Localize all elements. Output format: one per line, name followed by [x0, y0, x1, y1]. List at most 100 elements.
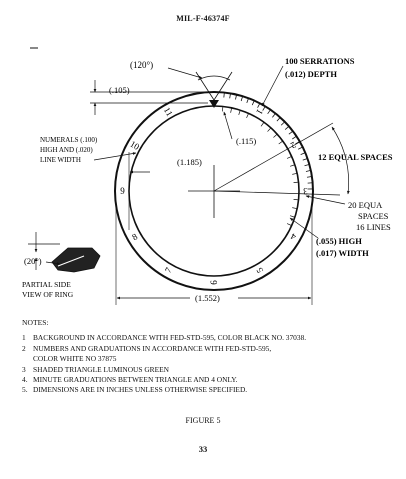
note-text: SHADED TRIANGLE LUMINOUS GREEN	[33, 364, 169, 374]
notes-section: NOTES: 1 BACKGROUND IN ACCORDANCE WITH F…	[22, 318, 402, 396]
graduation-mark	[267, 127, 272, 132]
graduation-mark	[238, 110, 241, 116]
dim-105-label: (.105)	[109, 85, 130, 95]
dim-1185-label: (1.185)	[177, 157, 202, 167]
note-text: BACKGROUND IN ACCORDANCE WITH FED-STD-59…	[33, 333, 307, 343]
dial-numeral: 6	[209, 280, 219, 285]
dial-numeral: 2	[289, 140, 298, 151]
twelve-spaces-line-1	[213, 122, 334, 192]
dial-numeral: 9	[120, 186, 125, 196]
angle-leader	[167, 67, 203, 79]
dial-numeral: 7	[163, 265, 174, 274]
twenty-spaces-leader	[305, 195, 346, 205]
minute-graduations	[222, 106, 299, 226]
note-item: 5. DIMENSIONS ARE IN INCHES UNLESS OTHER…	[22, 385, 402, 395]
note-item: 1 BACKGROUND IN ACCORDANCE WITH FED-STD-…	[22, 333, 402, 343]
graduation-mark	[222, 106, 224, 112]
figure-caption: FIGURE 5	[185, 416, 221, 425]
numerals-leader	[93, 152, 137, 161]
serrations-leader	[261, 65, 284, 107]
serration-mark	[295, 141, 300, 145]
serration-mark	[305, 170, 311, 172]
note-text: NUMBERS AND GRADUATIONS IN ACCORDANCE WI…	[33, 343, 272, 353]
note-number: 5.	[22, 385, 28, 395]
graduation-mark	[292, 172, 298, 175]
dial-numeral: 11	[162, 106, 175, 119]
luminous-triangle	[209, 100, 219, 108]
dial-numeral: 4	[288, 231, 297, 242]
twenty-spaces-label-1: 20 EQUA	[348, 200, 383, 210]
document-header: MIL-F-46374F	[176, 14, 230, 23]
high-label-2: (.017) WIDTH	[316, 248, 369, 258]
serration-mark	[304, 163, 310, 167]
side-view-leader	[45, 261, 61, 265]
twenty-spaces-label-2: SPACES	[358, 211, 389, 221]
twelve-spaces-label: 12 EQUAL SPACES	[318, 152, 393, 162]
serration-mark	[229, 93, 231, 99]
notes-title: NOTES:	[22, 318, 49, 327]
note-number: 1	[22, 333, 26, 343]
serrations-label-1: 100 SERRATIONS	[285, 56, 355, 66]
serration-mark	[235, 94, 237, 100]
note-continuation: COLOR WHITE NO 37875	[33, 354, 117, 364]
twelve-spaces-line-2	[213, 190, 341, 196]
graduation-mark	[278, 140, 283, 145]
note-number: 4.	[22, 375, 28, 385]
twenty-spaces-label-3: 16 LINES	[356, 222, 391, 232]
angle-arc	[197, 75, 231, 81]
note-item: 2 NUMBERS AND GRADUATIONS IN ACCORDANCE …	[22, 344, 402, 354]
serration-mark	[240, 96, 243, 102]
serration-mark	[246, 98, 249, 104]
graduation-mark	[273, 133, 278, 138]
serrations-label-2: (.012) DEPTH	[285, 69, 337, 79]
graduation-mark	[286, 223, 292, 226]
partial-view-label-1: PARTIAL SIDE	[22, 280, 71, 289]
side-view-ring-profile	[51, 247, 101, 273]
dial-numeral: 3	[303, 186, 308, 196]
high-label-1: (.055) HIGH	[316, 236, 362, 246]
dial-numeral: 8	[130, 231, 139, 242]
numerals-label-1: NUMERALS (.100)	[40, 136, 98, 144]
serration-mark	[288, 130, 294, 135]
graduation-mark	[289, 164, 295, 167]
serration-mark	[272, 113, 276, 118]
dim-115-leader	[223, 111, 233, 140]
angle-line-right	[213, 71, 233, 101]
note-text: MINUTE GRADUATIONS BETWEEN TRIANGLE AND …	[33, 375, 238, 385]
serration-mark	[257, 103, 261, 108]
side-view-bevel	[57, 255, 85, 267]
dim-115-label: (.115)	[236, 136, 256, 146]
outer-ring	[114, 91, 314, 291]
serration-mark	[284, 126, 290, 130]
numerals-label-2: HIGH AND (.020)	[40, 146, 93, 154]
dial-numeral: 1	[254, 107, 265, 116]
graduation-mark	[286, 156, 292, 159]
twelve-spaces-arc	[331, 126, 350, 195]
note-number: 2	[22, 343, 26, 353]
dim-1552-label: (1.552)	[195, 293, 220, 303]
graduation-mark	[293, 199, 299, 201]
serration-mark	[251, 100, 255, 106]
serration-mark	[276, 117, 281, 122]
serration-mark	[298, 146, 303, 150]
note-item: 3 SHADED TRIANGLE LUMINOUS GREEN	[22, 365, 402, 375]
graduation-mark	[230, 107, 233, 113]
note-text: DIMENSIONS ARE IN INCHES UNLESS OTHERWIS…	[33, 385, 248, 395]
angle-side-label: (20°)	[24, 256, 42, 266]
note-number: 3	[22, 364, 26, 374]
graduation-mark	[246, 113, 249, 119]
serration-mark	[262, 106, 266, 111]
graduation-mark	[260, 122, 265, 127]
numerals-label-3: LINE WIDTH	[40, 156, 81, 164]
serrations	[223, 92, 313, 190]
graduation-mark	[293, 181, 299, 183]
serration-mark	[292, 135, 297, 140]
serration-mark	[302, 158, 308, 161]
partial-view-label-2: VIEW OF RING	[22, 290, 74, 299]
serration-mark	[306, 176, 312, 178]
page-number: 33	[198, 444, 208, 454]
serration-mark	[280, 121, 286, 126]
serration-mark	[267, 109, 271, 115]
